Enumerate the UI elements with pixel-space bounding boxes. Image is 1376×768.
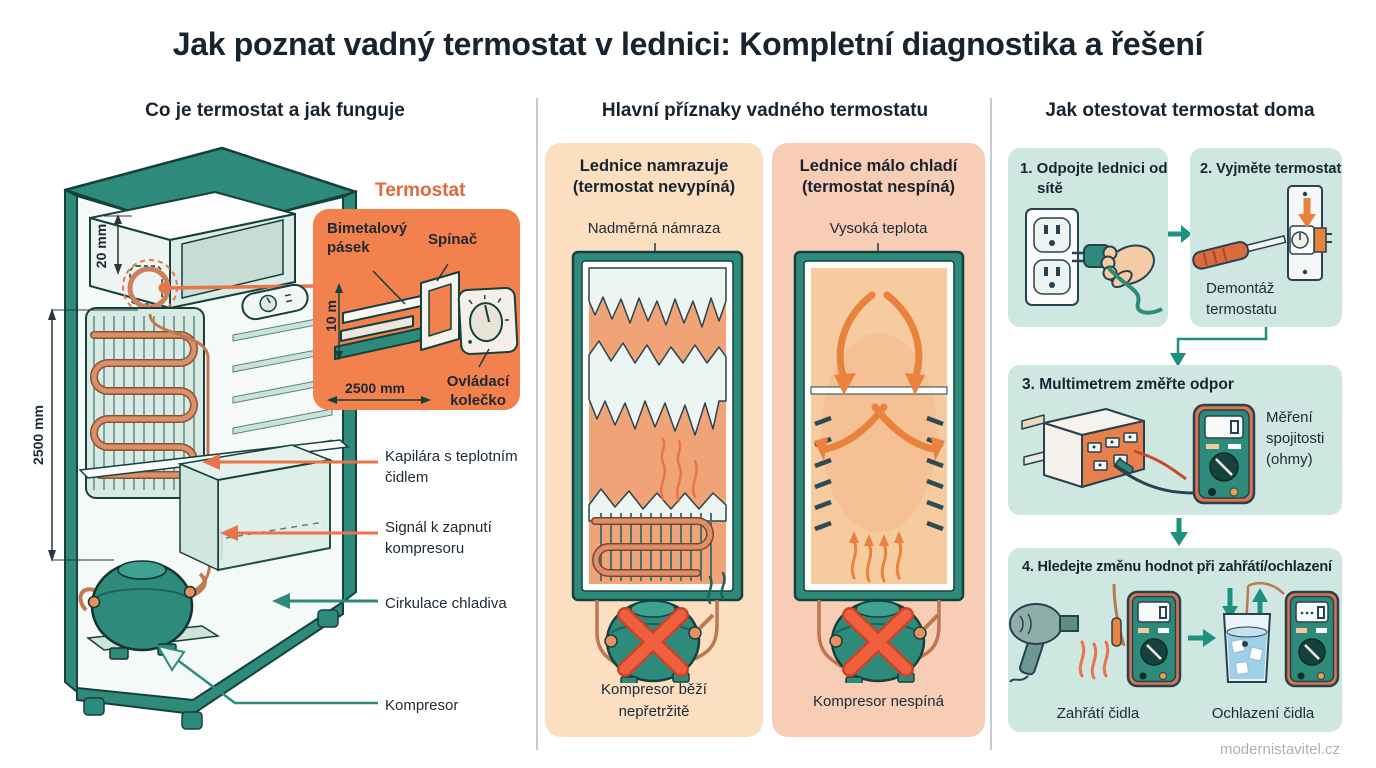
compressor-tube-right [694, 600, 719, 661]
rising-heat-arrows [849, 531, 904, 583]
teal-probe [1113, 459, 1195, 495]
panel-frost-caption: Kompresor běží nepřetržitě [601, 681, 707, 720]
step4-cool-label: Ochlazení čidla [1211, 705, 1315, 722]
compressor-label: Kompresor [385, 697, 459, 714]
multimeter-icon [1284, 590, 1340, 688]
down-arrow-icon [1298, 198, 1316, 228]
divider-left [536, 98, 538, 750]
capillary-label: Kapilára s teplotním čidlem [385, 448, 518, 486]
multimeter-test-illustration [1021, 403, 1256, 505]
red-probe-lead [1133, 449, 1187, 481]
step4-heat-label: Zahřátí čidla [1056, 705, 1140, 722]
probe-wire-heat [1111, 583, 1126, 647]
hairdryer-icon [1009, 603, 1079, 683]
callout-width-dimension-label: 2500 mm [345, 380, 405, 396]
panel-warm-title: Lednice málo chladí (termostat nespíná) [799, 157, 958, 196]
step3-to-step4-arrow [1170, 518, 1188, 546]
panel-frost-label: Nadměrná námraza [587, 220, 721, 237]
compressor-tube-left [817, 600, 844, 669]
outlet-icon [1025, 208, 1079, 306]
column-header-middle: Hlavní příznaky vadného termostatu [601, 100, 929, 121]
ice-glass-icon [1222, 582, 1285, 683]
watermark: modernistavitel.cz [1219, 741, 1340, 758]
step1-title: 1. Odpojte lednici od sítě [1020, 160, 1168, 197]
dimension-top [104, 214, 132, 275]
bimetal-strip-label: Bimetalový pásek [327, 220, 408, 256]
step3-panel: 3. Multimetrem změřte odpor [1008, 365, 1342, 515]
unplug-illustration [1025, 208, 1163, 315]
thermostat-mechanism [334, 271, 519, 360]
control-dial-label: Ovládací kolečko [446, 373, 510, 409]
thermostat-component-icon [1021, 408, 1145, 488]
warm-fridge-frame [793, 250, 965, 602]
step2-label: Demontáž termostatu [1206, 280, 1277, 318]
callout-height-dimension-label: 10 m [323, 300, 339, 332]
frost-fridge-illustration [571, 243, 744, 683]
step1-to-step2-arrow [1168, 225, 1192, 243]
thermostat-callout-title: Termostat [375, 180, 466, 201]
panel-frost-title: Lednice namrazuje (termostat nevypíná) [572, 157, 736, 196]
interior-control-panel [241, 283, 309, 321]
wall-plate-icon [1287, 185, 1332, 281]
dimension-side-label: 2500 mm [30, 405, 46, 465]
circulation-label: Cirkulace chladiva [385, 595, 507, 612]
fridge-base [76, 600, 344, 730]
x-mark-icon [617, 607, 689, 677]
warm-shelf [810, 386, 948, 395]
step4-title: 4. Hledejte změnu hodnot při zahřátí/och… [1022, 559, 1332, 575]
heat-cool-test-illustration [1009, 582, 1340, 688]
step2-panel: 2. Vyjměte termostat Demontáž termostatu [1190, 148, 1342, 327]
fridge-diagram-illustration [48, 146, 378, 730]
step3-label: Měření spojitosti (ohmy) [1266, 409, 1325, 468]
heat-squiggles [1078, 640, 1110, 680]
symptom-panel-warm: Lednice málo chladí (termostat nespíná) … [772, 143, 985, 737]
power-cable [1106, 265, 1163, 315]
compressor [78, 560, 221, 660]
callout-dimensions [327, 283, 431, 404]
callout-pointer-lines [372, 263, 490, 368]
arrow-right-icon [1188, 629, 1216, 647]
thermostat-callout-illustration [313, 209, 520, 410]
heat-squiggles [660, 437, 698, 503]
warm-fridge-illustration [793, 243, 965, 683]
column-header-right: Jak otestovat termostat doma [1045, 100, 1315, 121]
x-mark-icon [842, 607, 914, 677]
step4-panel: 4. Hledejte změnu hodnot při zahřátí/och… [1008, 548, 1342, 732]
signal-label: Signál k zapnutí kompresoru [385, 519, 492, 557]
label-arrows [155, 454, 378, 705]
divider-right [990, 98, 992, 750]
panel-warm-label: Vysoká teplota [829, 220, 928, 237]
freezer-compartment [89, 190, 296, 310]
remove-thermostat-illustration [1192, 185, 1332, 281]
switch-label: Spínač [428, 231, 478, 248]
panel-warm-caption: Kompresor nespíná [813, 693, 944, 710]
step1-panel: 1. Odpojte lednici od sítě [1008, 148, 1168, 327]
page-title: Jak poznat vadný termostat v lednici: Ko… [172, 26, 1204, 62]
column-header-left: Co je termostat a jak funguje [145, 100, 405, 121]
step2-title: 2. Vyjměte termostat [1200, 161, 1342, 177]
capillary-tube [148, 313, 210, 530]
hand-icon [1100, 244, 1155, 288]
multimeter-icon [1126, 590, 1182, 688]
step3-title: 3. Multimetrem změřte odpor [1022, 376, 1234, 393]
symptom-panel-frost: Lednice namrazuje (termostat nevypíná) N… [545, 143, 763, 737]
evaporator-coil [591, 513, 714, 581]
dimension-top-label: 20 mm [93, 223, 109, 269]
warm-air-arrows [814, 291, 945, 461]
dimension-side [48, 308, 138, 562]
condenser-panel [85, 307, 205, 499]
screwdriver-icon [1192, 235, 1287, 270]
step2-to-step3-connector [1170, 327, 1268, 367]
multimeter-icon [1192, 403, 1256, 505]
compressor-heat-squiggles [707, 571, 726, 605]
